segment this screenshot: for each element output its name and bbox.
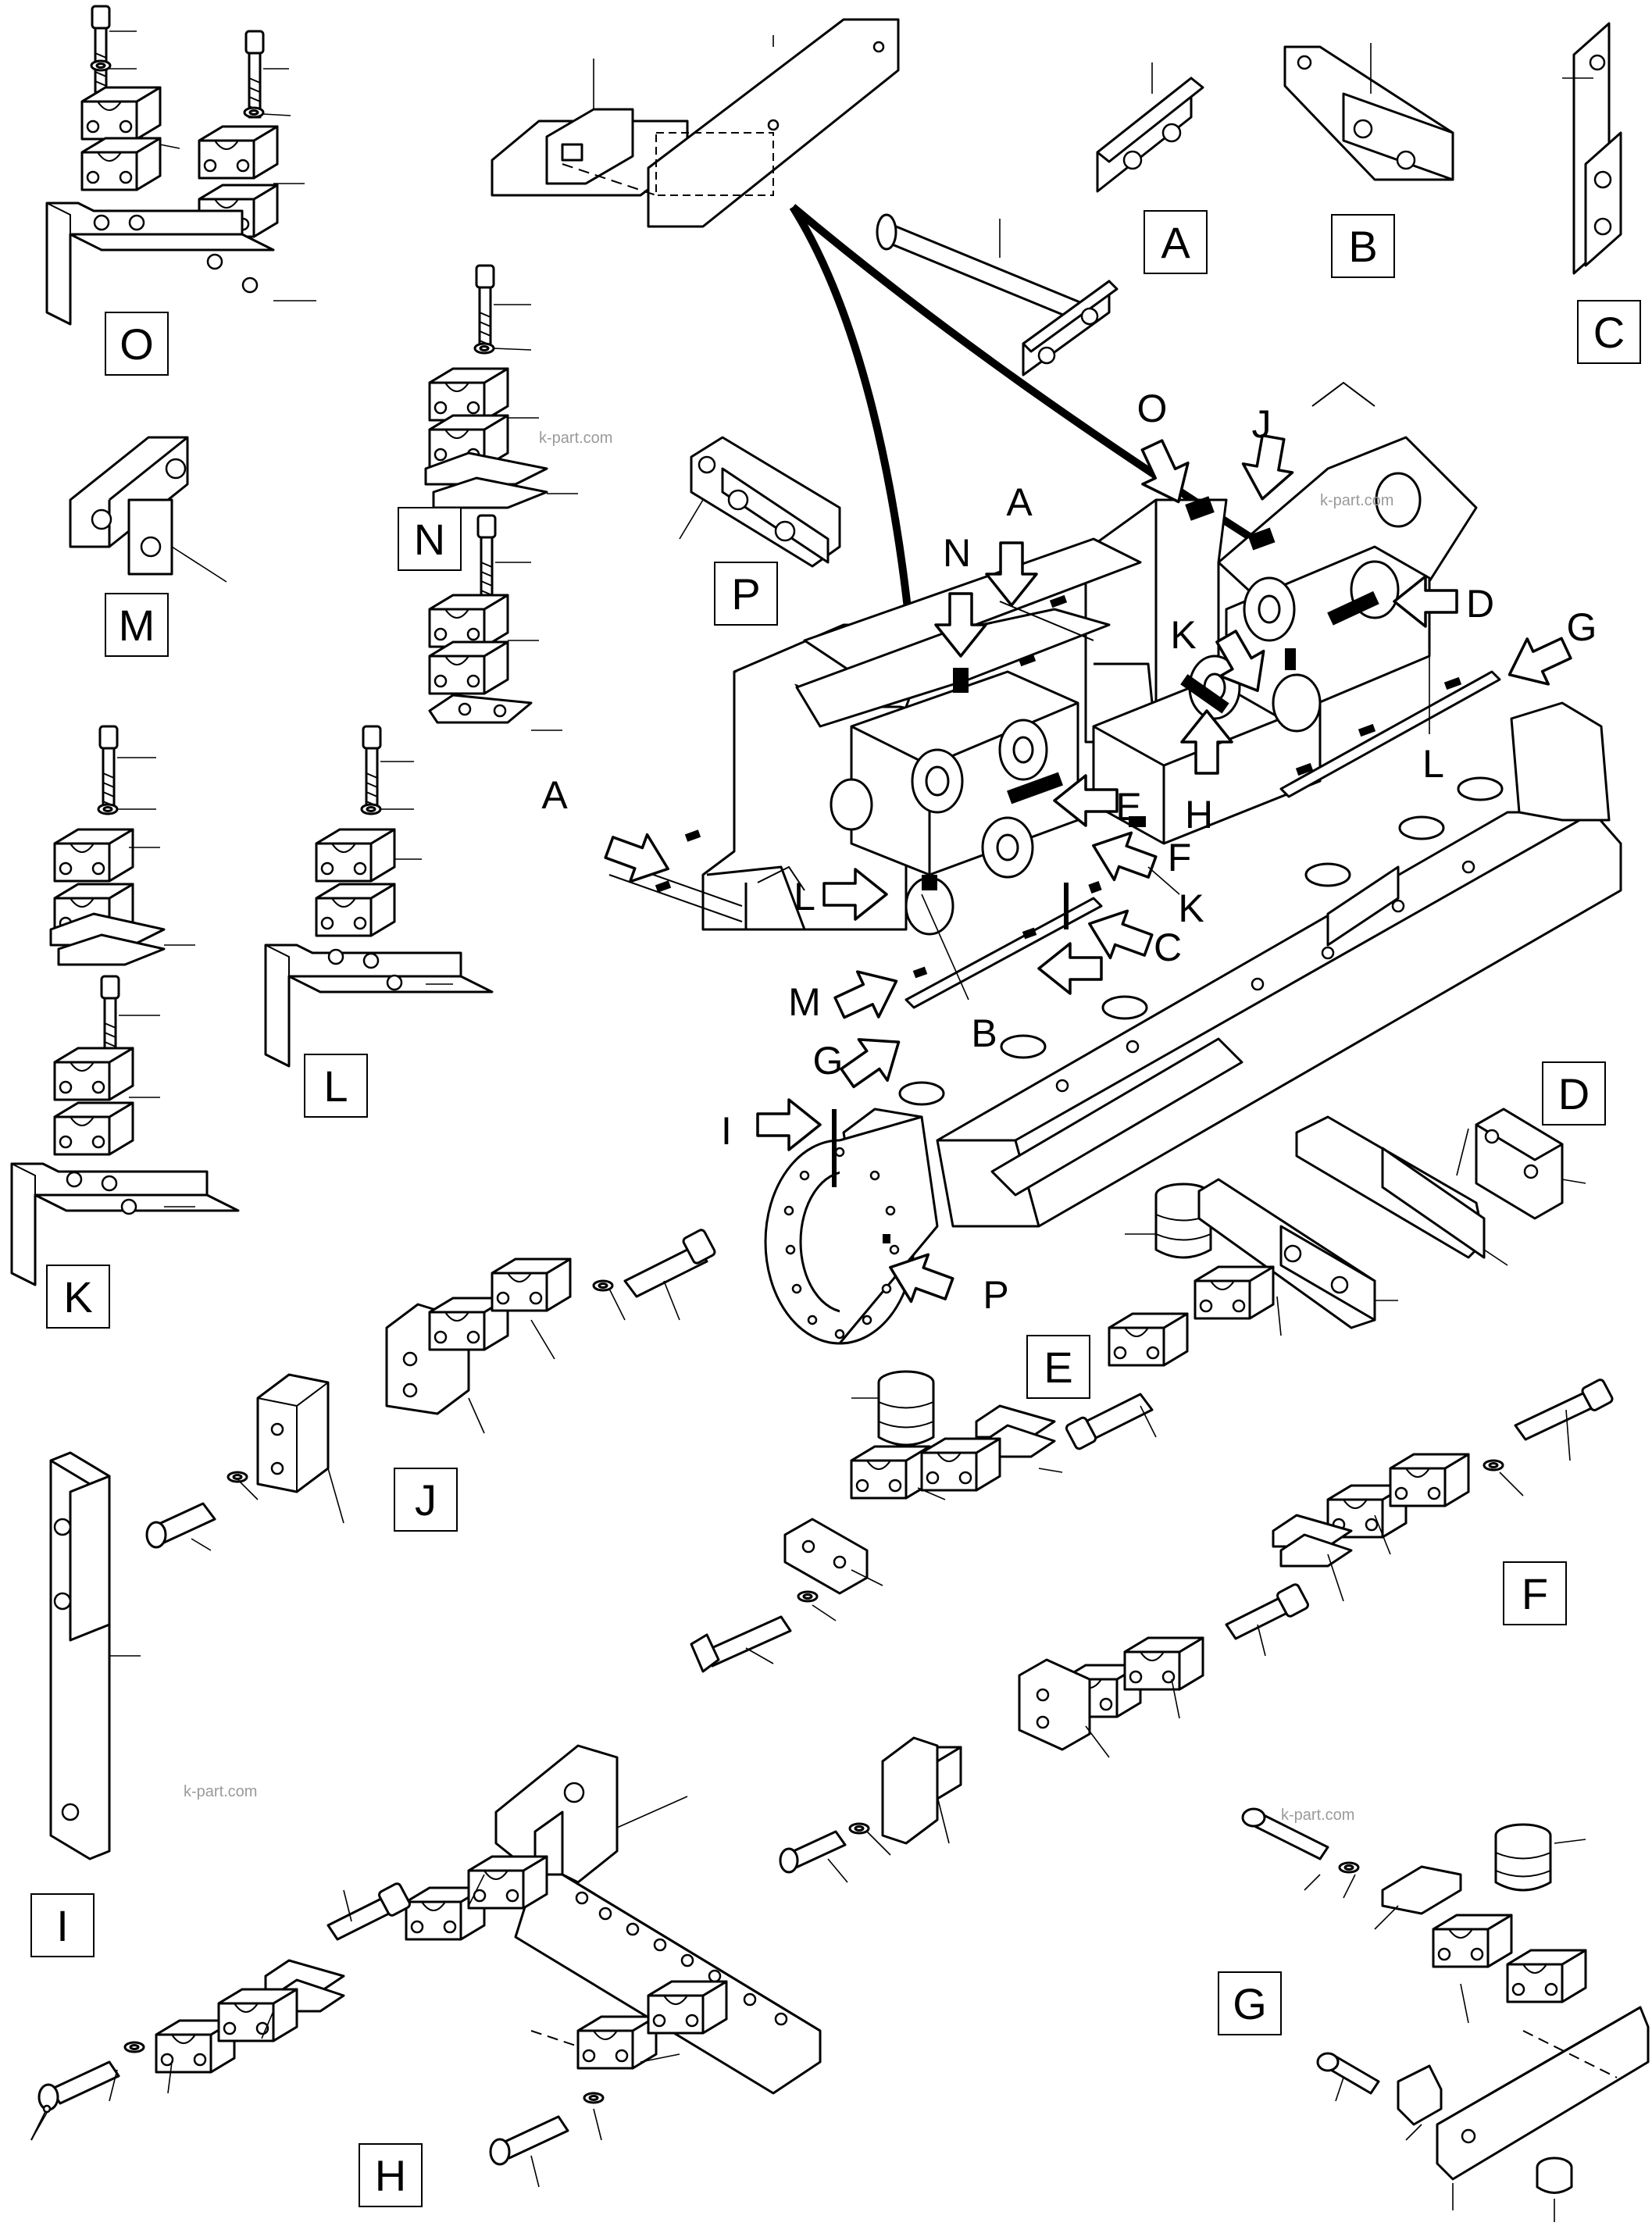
watermark: k-part.com [1281,1807,1354,1824]
callout-n: N [943,531,971,575]
detail-label-c: C [1593,308,1625,357]
callout-m: M [788,980,821,1024]
detail-o: O [45,5,316,376]
detail-i: I k-part.com [30,1451,257,1957]
detail-e-lower [690,1370,1157,1673]
detail-label-e: E [1044,1343,1072,1392]
callout-b: B [971,1011,997,1055]
detail-h: H [30,1744,822,2207]
callout-g-lower: G [813,1039,844,1083]
detail-b: B [1283,43,1454,278]
watermark: k-part.com [539,430,612,447]
callout-i: I [721,1109,732,1153]
callout-f: F [1168,836,1192,879]
callout-k-lower: K [1178,886,1204,930]
detail-label-g: G [1233,1979,1267,2028]
detail-k: K [10,725,240,1329]
watermark: k-part.com [184,1783,257,1800]
callout-p: P [983,1273,1008,1317]
main-assembly: O J A N D G K L H A E F L K C M B G I P … [539,204,1622,1345]
callout-l-right: L [1422,742,1444,786]
callout-h: H [1185,793,1213,837]
watermark: k-part.com [1320,492,1393,509]
top-plates [491,18,900,228]
detail-m: M [69,436,227,657]
callout-d: D [1466,582,1494,626]
callout-o: O [1137,387,1168,430]
callout-c: C [1154,926,1182,969]
detail-d: D [1295,1061,1606,1266]
detail-l: L [264,725,494,1118]
detail-label-n: N [414,515,445,564]
callout-l-left: L [794,875,815,919]
detail-p: P [679,436,841,626]
callout-a-left: A [541,773,568,817]
detail-a: A [876,62,1208,376]
callout-a-upper: A [1006,480,1033,524]
detail-g: G k-part.com [1218,1807,1650,2222]
detail-label-k: K [63,1272,92,1322]
detail-label-i: I [56,1901,69,1950]
detail-n: N [398,264,578,731]
detail-label-a: A [1161,218,1190,267]
detail-label-b: B [1348,222,1377,271]
detail-f: F [1018,1379,1614,1758]
detail-label-o: O [120,319,154,369]
callout-k-upper: K [1170,613,1196,657]
detail-c: C [1562,22,1641,364]
detail-label-l: L [323,1061,348,1111]
detail-label-d: D [1558,1069,1590,1118]
callout-e: E [1115,785,1141,829]
detail-label-j: J [415,1475,437,1525]
bracket-holes [575,1891,788,2026]
detail-f-lower [779,1736,962,1883]
detail-label-p: P [731,569,760,619]
detail-e: E [1026,1178,1398,1399]
detail-label-m: M [119,601,155,650]
callout-g-upper: G [1567,605,1597,649]
callout-j: J [1252,402,1272,446]
detail-label-h: H [375,2151,406,2200]
detail-label-f: F [1522,1569,1548,1618]
detail-j: J [145,1229,716,1551]
